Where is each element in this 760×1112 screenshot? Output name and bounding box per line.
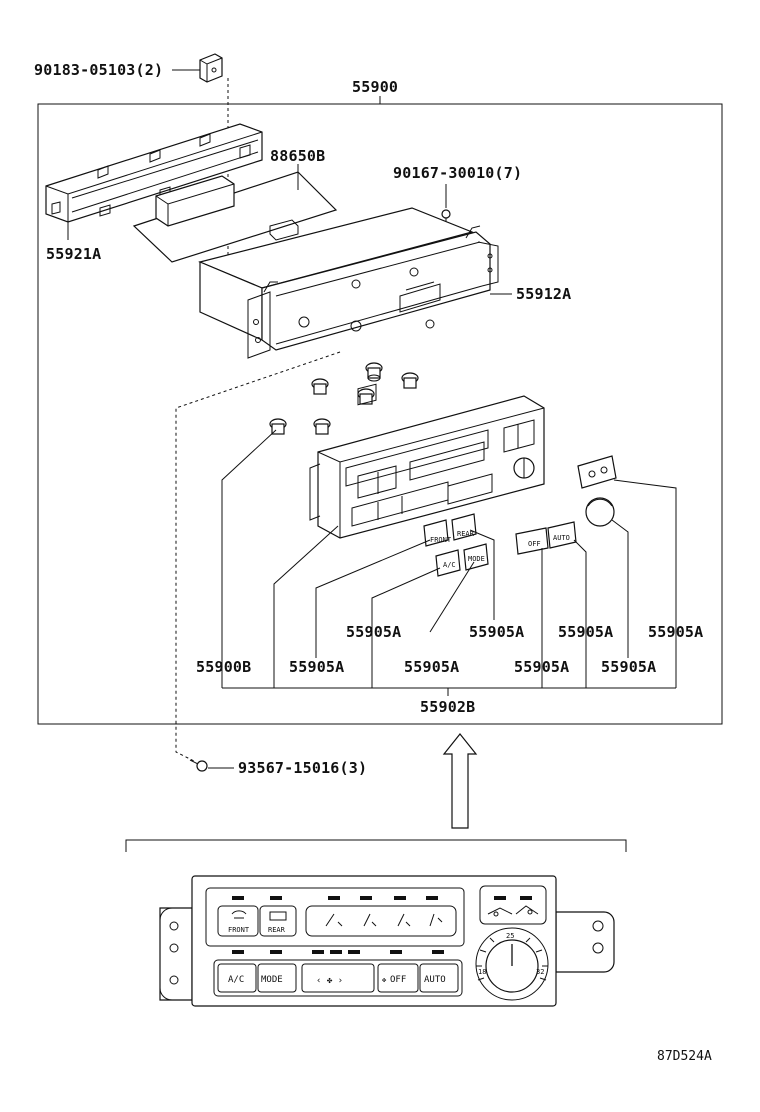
defog-button [577,455,617,489]
dial-ticks [476,937,548,981]
fan-off-icon: ✤ [382,976,387,984]
exploded-mode-label: MODE [468,555,485,563]
exploded-rear-label: REAR [457,530,475,538]
callout-button-a5: 55905A [289,658,344,676]
callout-button-a1: 55905A [346,623,401,641]
front-panel-view: FRONT REAR [159,875,615,1007]
display-unit-part [132,171,338,263]
callout-button-a2: 55905A [469,623,524,641]
control-unit-body [309,383,545,539]
indicator-leds [232,896,532,954]
up-arrow-icon [442,733,478,829]
panel-front-label: FRONT [228,926,250,934]
fan-speed-control: ‹ ✤ › [316,976,343,986]
callout-screw-top: 90183-05103(2) [34,61,163,79]
callout-screw-bottom: 93567-15016(3) [238,759,367,777]
exploded-off-label: OFF [528,540,541,548]
leader-lines [221,429,677,696]
callout-assembly: 55900 [352,78,398,96]
screw-bottom-icon [189,759,208,772]
dial-high-label: 32 [536,968,544,976]
callout-knob-body: 55900B [196,658,251,676]
panel-frame-part [198,207,499,359]
dash-screw-bottom [175,351,341,763]
dial-mid-label: 25 [506,932,514,940]
callout-lens-frame: 55921A [46,245,101,263]
temp-knob [585,497,615,527]
callout-panel-frame: 55912A [516,285,571,303]
ac-mode-buttons: A/C MODE [435,543,489,577]
front-rear-buttons: FRONT REAR [423,513,477,547]
dial-low-label: 18 [478,968,486,976]
callout-sub-assy: 55902B [420,698,475,716]
callout-button-a6: 55905A [404,658,459,676]
callout-screw-right: 90167-30010(7) [393,164,522,182]
panel-off-label: OFF [390,975,406,985]
screw-top-icon [199,53,223,83]
panel-bracket [125,839,627,852]
panel-rear-label: REAR [268,926,286,934]
callout-button-a8: 55905A [601,658,656,676]
panel-ac-label: A/C [228,975,244,985]
screw-right-icon [441,209,451,226]
drawing-code: 87D524A [657,1049,712,1064]
callout-display-unit: 88650B [270,147,325,165]
exploded-auto-label: AUTO [553,534,570,542]
panel-mode-label: MODE [261,975,283,985]
exploded-ac-label: A/C [443,561,456,569]
peg-group [269,362,419,435]
panel-auto-label: AUTO [424,975,446,985]
off-auto-buttons: OFF AUTO [515,521,577,555]
exploded-front-label: FRONT [430,536,452,544]
